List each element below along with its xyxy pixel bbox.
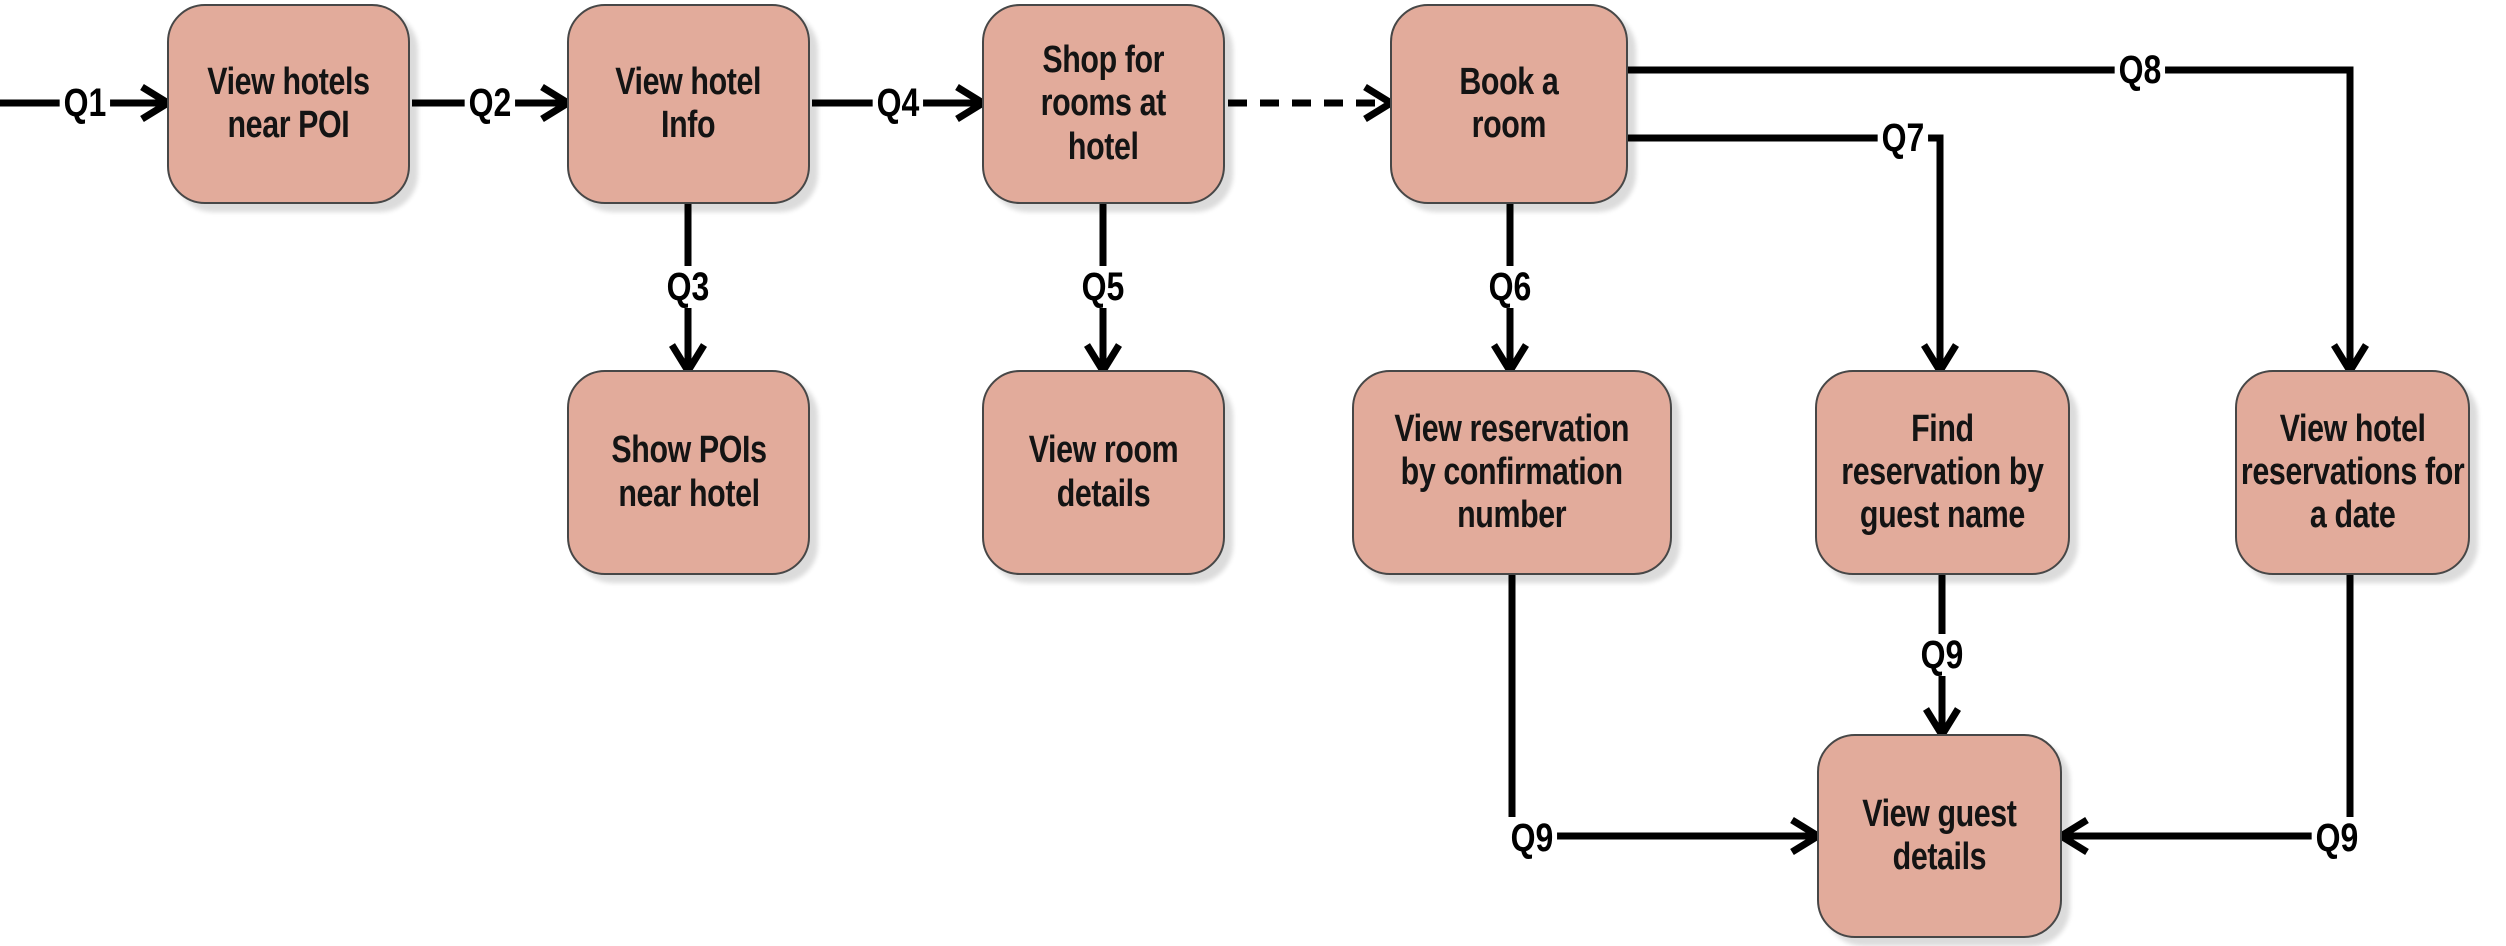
edge-label-q9-guest-name: Q9 (1916, 634, 1968, 676)
edge-q8 (1628, 66, 2369, 378)
edge-label-q4: Q4 (872, 82, 924, 124)
edge-label-q8: Q8 (2114, 49, 2166, 91)
edge-q7 (1628, 134, 1959, 378)
edge-label-q6: Q6 (1484, 266, 1536, 308)
edge-label-q2: Q2 (464, 82, 516, 124)
edge-label-q9-confirmation: Q9 (1506, 817, 1558, 859)
edge-label-q9-date: Q9 (2311, 817, 2363, 859)
edge-label-q3: Q3 (662, 266, 714, 308)
edge-label-q7: Q7 (1877, 117, 1929, 159)
edge-label-q5: Q5 (1077, 266, 1129, 308)
edge-q9-date (2054, 575, 2354, 855)
edge-q9-confirmation (1508, 575, 1825, 855)
edge-label-q1: Q1 (59, 82, 111, 124)
